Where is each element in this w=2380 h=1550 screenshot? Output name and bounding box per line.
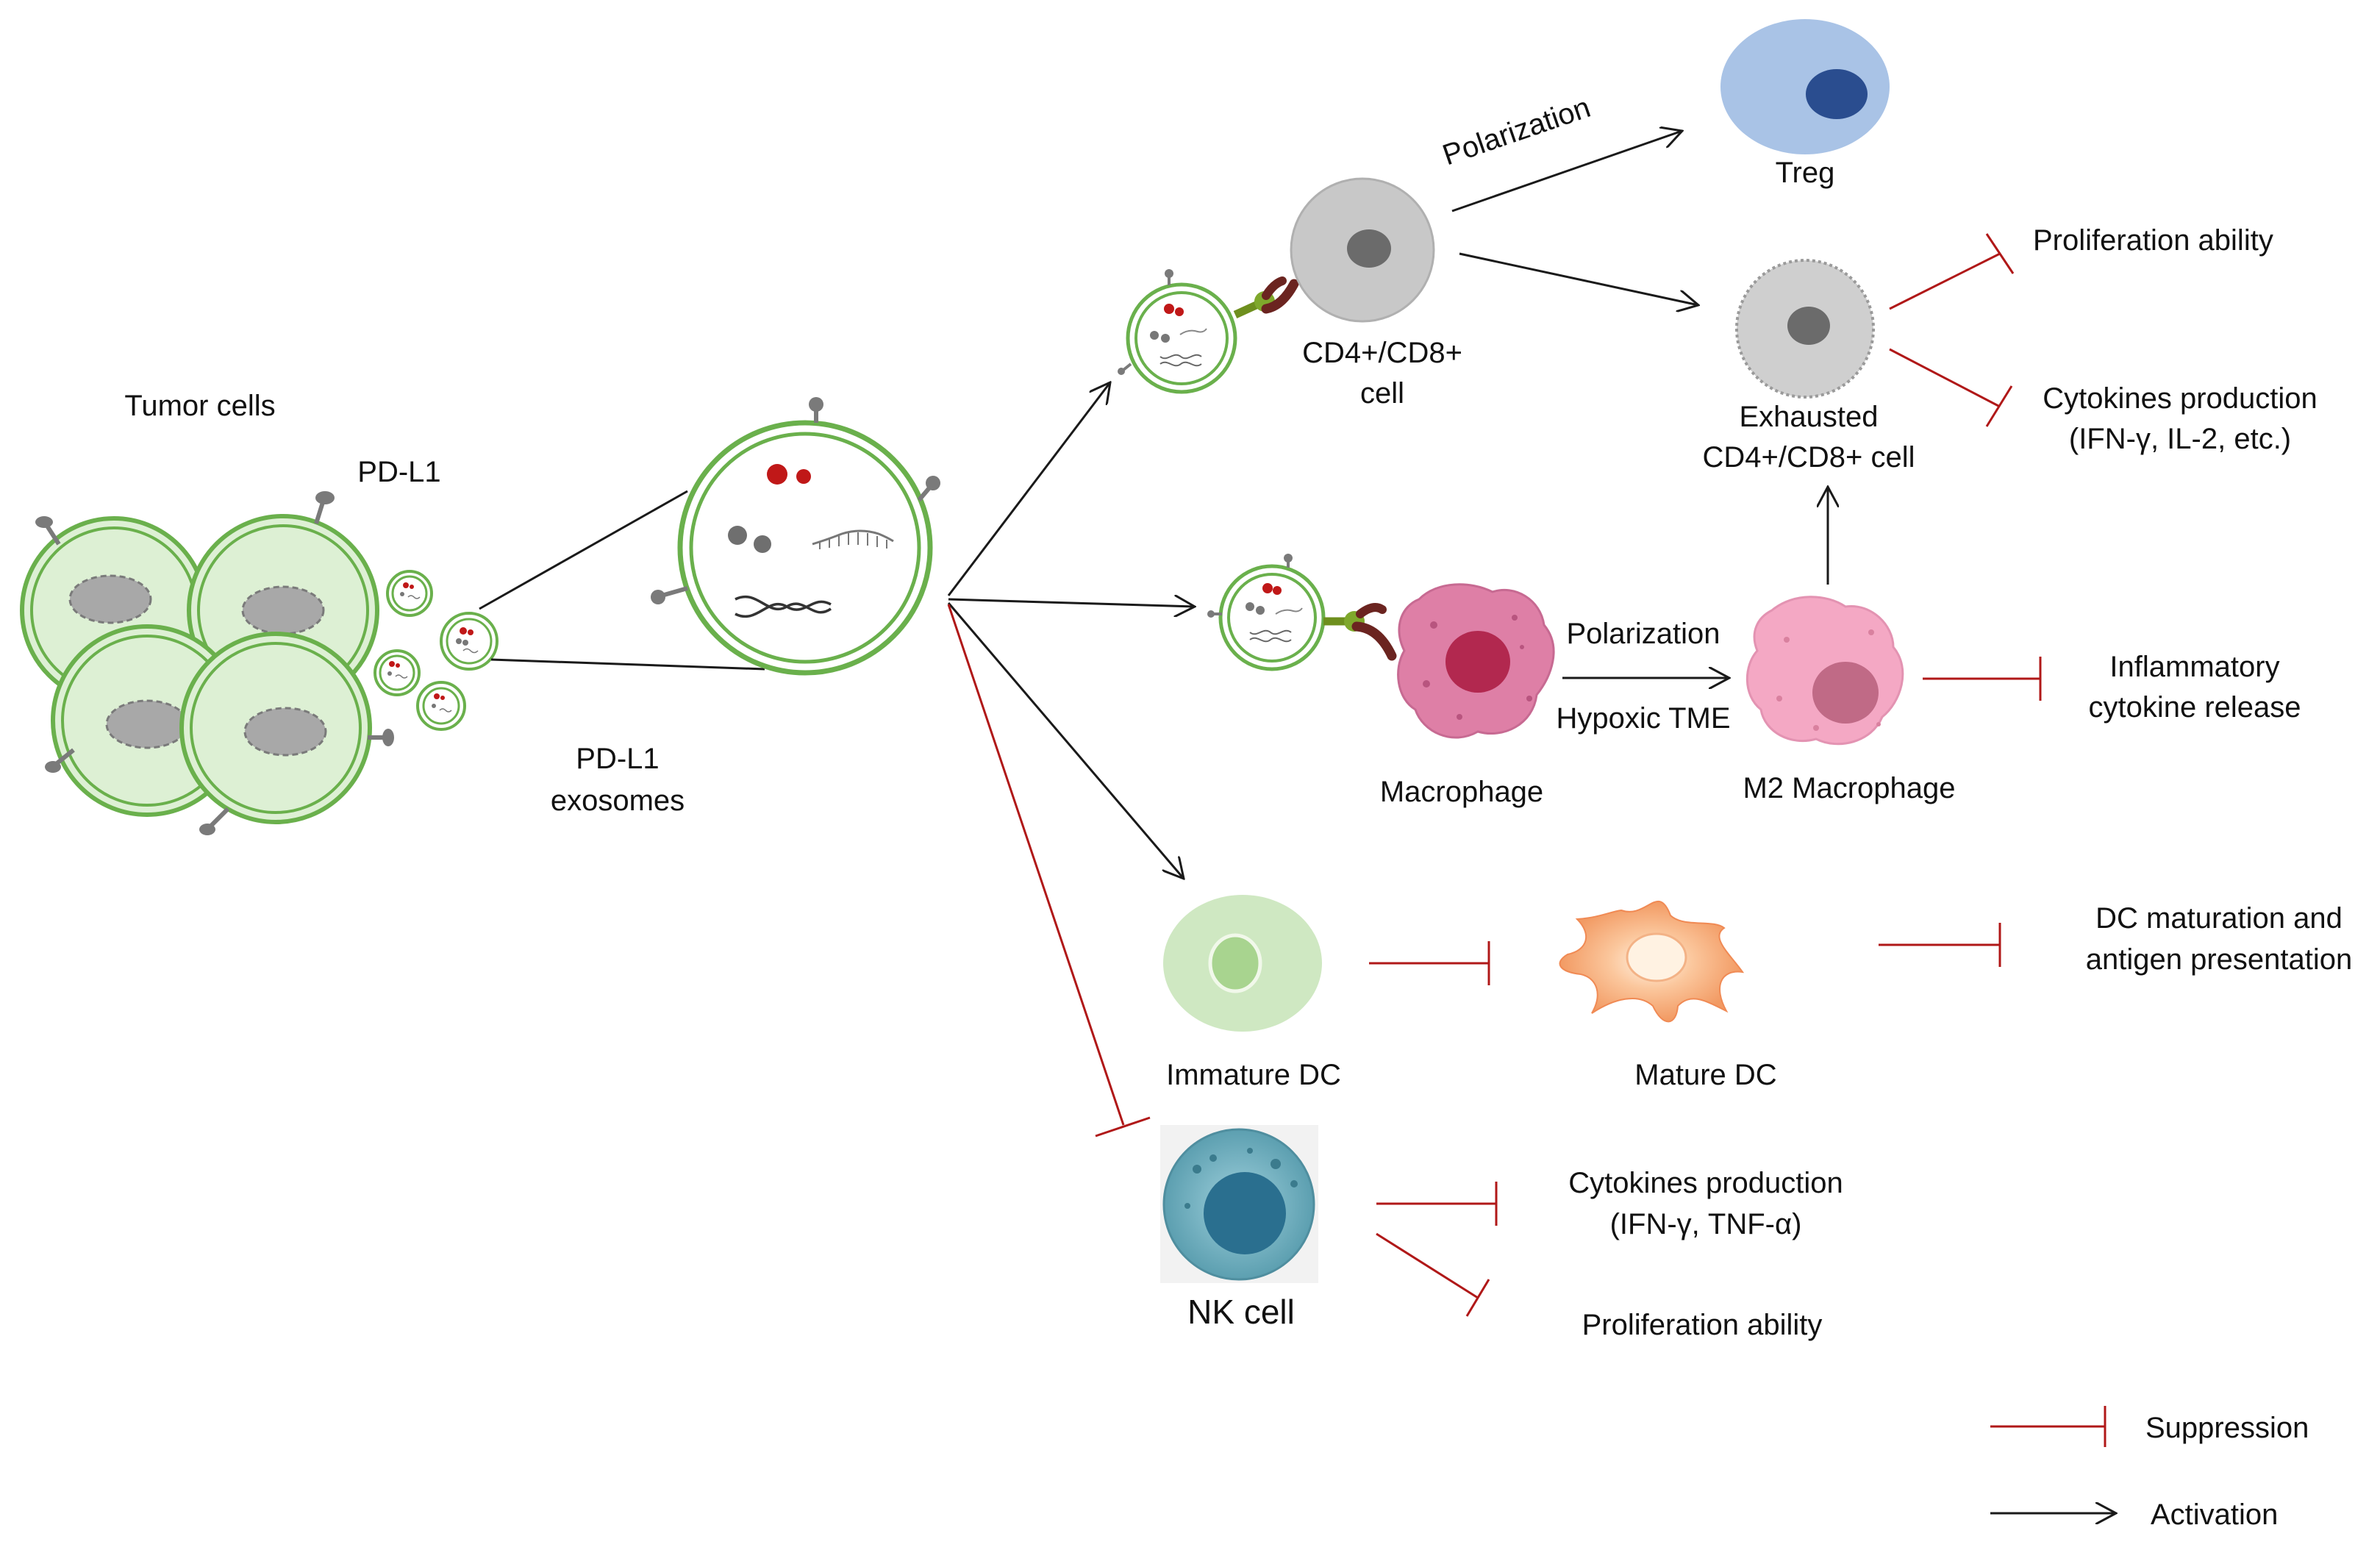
- legend: Suppression Activation: [1990, 1406, 2309, 1531]
- pdl1-exosomes-line1: PD-L1: [576, 743, 659, 775]
- nk-cell: [1160, 1125, 1318, 1283]
- treg-cell: [1720, 19, 1890, 154]
- pdl1-label: PD-L1: [357, 456, 440, 488]
- exosome-small: [386, 570, 433, 617]
- pdl1-exosomes-line2: exosomes: [551, 785, 685, 817]
- immature-dc-cell: [1163, 895, 1322, 1032]
- arrow-to-exhausted-tcell: [1459, 252, 1698, 305]
- legend-activation: Activation: [1990, 1499, 2278, 1531]
- dc-maturation-line1: DC maturation and: [2095, 902, 2343, 935]
- tumor-cells-cluster: [20, 491, 394, 835]
- cytokines-nk-line2: (IFN-γ, TNF-α): [1610, 1208, 1802, 1240]
- exhausted-label-line1: Exhausted: [1739, 401, 1878, 433]
- arrow-to-treg: [1451, 131, 1682, 213]
- exosome-small: [416, 681, 466, 731]
- suppression-cytokines-t: [1889, 348, 2013, 427]
- legend-suppression: Suppression: [1990, 1406, 2309, 1447]
- exosome-small: [440, 612, 498, 671]
- proliferation-ability-nk: Proliferation ability: [1582, 1309, 1823, 1341]
- exosome-bound-macrophage: [1207, 554, 1326, 671]
- exhausted-label-line2: CD4+/CD8+ cell: [1702, 441, 1915, 474]
- zoom-line-top: [479, 490, 688, 610]
- legend-suppression-label: Suppression: [2145, 1412, 2309, 1444]
- rna-dots: [767, 464, 811, 485]
- suppression-proliferation-nk: [1376, 1232, 1490, 1317]
- mature-dc-cell: [1559, 900, 1745, 1023]
- pdl1-pin: [314, 491, 335, 524]
- inflammatory-line1: Inflammatory: [2109, 651, 2279, 683]
- cd4-cd8-tcell: [1290, 177, 1435, 323]
- protein-dots: [728, 526, 771, 553]
- mrna-icon: [812, 529, 894, 549]
- pdl1-pin: [45, 748, 75, 773]
- cytokines-nk-line1: Cytokines production: [1568, 1167, 1843, 1199]
- m2-macrophage-label: M2 Macrophage: [1743, 772, 1955, 804]
- immature-dc-label: Immature DC: [1166, 1059, 1341, 1091]
- m2-macrophage-cell: [1745, 596, 1904, 746]
- legend-activation-label: Activation: [2151, 1499, 2278, 1531]
- suppression-cytokines-nk: [1376, 1182, 1498, 1226]
- proliferation-ability-t: Proliferation ability: [2033, 224, 2273, 257]
- tumor-cells-label: Tumor cells: [124, 390, 275, 422]
- treg-label: Treg: [1776, 157, 1835, 189]
- macrophage-cell: [1397, 583, 1555, 739]
- suppression-proliferation-t: [1889, 233, 2015, 310]
- suppression-immature-to-mature-dc: [1369, 941, 1490, 985]
- exhausted-tcell: [1735, 259, 1875, 399]
- large-exosome: [651, 397, 940, 676]
- pd1-receptor-tcell: [1233, 276, 1299, 319]
- suppression-inflammatory: [1923, 657, 2042, 701]
- arrow-to-tcell-exosome: [947, 382, 1110, 596]
- arrow-to-macrophage-exosome: [948, 599, 1195, 607]
- exosome-bound-tcell: [1118, 269, 1237, 394]
- suppression-dc-maturation: [1879, 923, 2001, 967]
- polarization-treg-label: Polarization: [1439, 91, 1595, 172]
- pdl1-pin: [35, 516, 61, 546]
- dc-maturation-line2: antigen presentation: [2086, 943, 2353, 976]
- pdl1-pin: [199, 807, 230, 835]
- tumor-cell: [179, 632, 372, 824]
- pdl1-pin: [809, 397, 823, 423]
- pd1-receptor-macrophage: [1323, 603, 1397, 661]
- cytokines-t-line2: (IFN-γ, IL-2, etc.): [2069, 423, 2291, 455]
- cd4-cd8-label-line2: cell: [1360, 377, 1404, 410]
- suppression-to-nk-cell: [947, 604, 1151, 1138]
- macrophage-label: Macrophage: [1380, 776, 1543, 808]
- hypoxic-tme-label: Hypoxic TME: [1556, 702, 1730, 735]
- arrow-to-immature-dc: [947, 602, 1184, 879]
- pdl1-pin: [917, 476, 940, 501]
- inflammatory-line2: cytokine release: [2088, 691, 2301, 724]
- mature-dc-label: Mature DC: [1634, 1059, 1776, 1091]
- dna-icon: [735, 595, 832, 618]
- pdl1-pin: [651, 586, 688, 604]
- nk-cell-label: NK cell: [1187, 1293, 1295, 1331]
- cd4-cd8-label-line1: CD4+/CD8+: [1302, 337, 1462, 369]
- exosome-small: [374, 649, 421, 696]
- pdl1-pin: [368, 729, 394, 746]
- zoom-line-bottom: [490, 658, 765, 671]
- polarization-mac-label: Polarization: [1566, 618, 1720, 650]
- cytokines-t-line1: Cytokines production: [2043, 382, 2318, 415]
